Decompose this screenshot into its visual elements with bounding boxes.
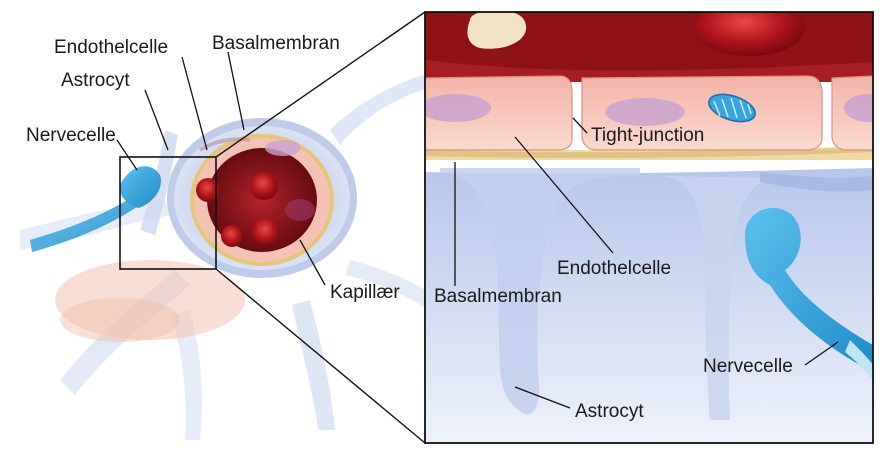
left-leader-lines (116, 51, 326, 286)
label-basalmembran-left: Basalmembran (212, 33, 340, 54)
label-basalmembran-right: Basalmembran (434, 286, 562, 307)
tissue-blob (55, 260, 245, 342)
label-endothelcelle-right: Endothelcelle (557, 258, 672, 279)
label-endothelcelle-left: Endothelcelle (54, 37, 169, 58)
zoom-detail (425, 12, 873, 443)
mitochondrion-icon (708, 93, 756, 123)
label-tight-junction: Tight-junction (591, 125, 705, 146)
label-nervecelle-right: Nervecelle (703, 356, 793, 377)
zoom-frame (424, 11, 874, 444)
zoom-box (119, 156, 217, 270)
capillary-cross-section (167, 118, 357, 278)
label-nervecelle-left: Nervecelle (26, 125, 116, 146)
zoom-line-top (215, 11, 426, 158)
zoom-line-bottom (215, 268, 426, 444)
label-astrocyt-right: Astrocyt (575, 401, 644, 422)
label-kapillaer: Kapillær (330, 282, 400, 303)
right-nervecelle (745, 207, 873, 380)
label-astrocyt-left: Astrocyt (61, 70, 130, 91)
left-nervecelle (30, 166, 161, 252)
